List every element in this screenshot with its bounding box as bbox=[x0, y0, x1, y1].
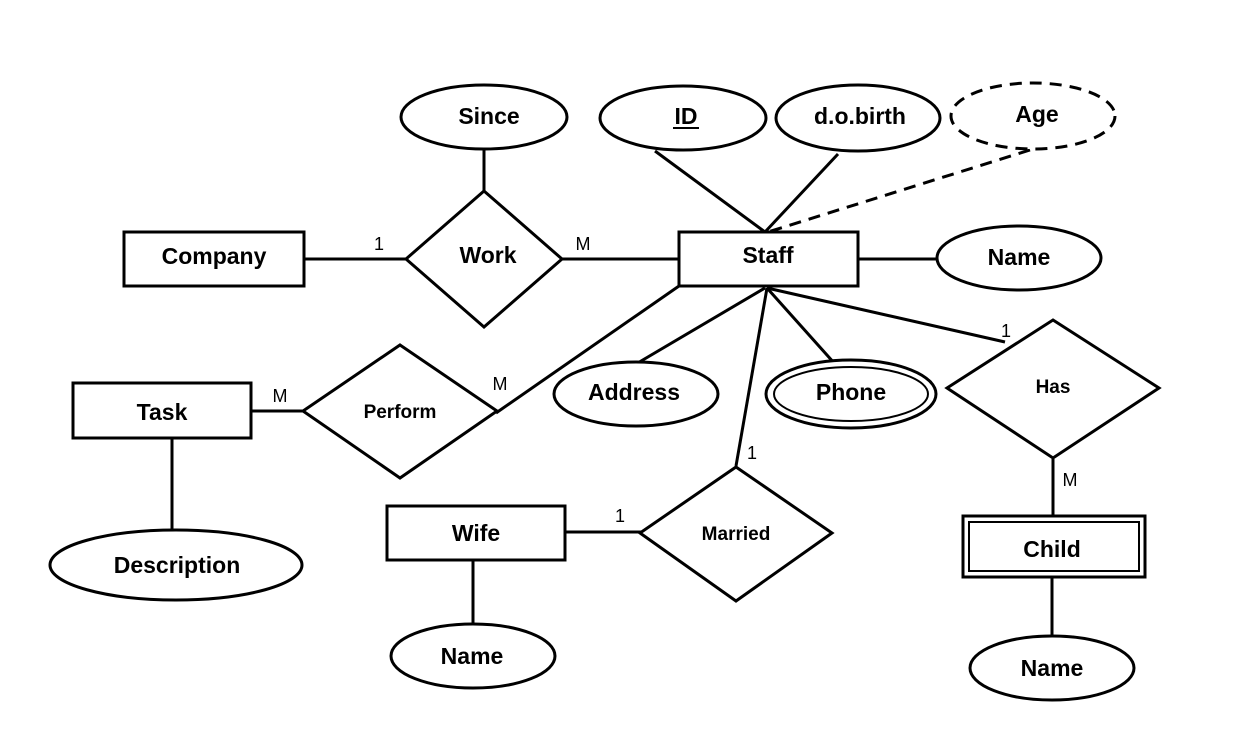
line-staff-address bbox=[635, 286, 766, 366]
cardinalities: 1 M M M 1 1 1 M bbox=[273, 234, 1078, 526]
entity-staff-label: Staff bbox=[742, 242, 793, 268]
entity-company-label: Company bbox=[162, 243, 267, 269]
attribute-age-label: Age bbox=[1015, 101, 1058, 127]
attribute-child-name: Name bbox=[968, 634, 1136, 702]
entity-company: Company bbox=[122, 230, 306, 288]
attribute-age-derived: Age bbox=[949, 81, 1117, 151]
line-staff-phone bbox=[765, 286, 837, 366]
attribute-phone-label: Phone bbox=[816, 379, 886, 405]
line-id-staff bbox=[654, 149, 766, 234]
entity-child-label: Child bbox=[1023, 536, 1081, 562]
cardinality-wife-married: 1 bbox=[615, 506, 625, 526]
cardinality-staff-has: 1 bbox=[1001, 321, 1011, 341]
cardinality-work-staff: M bbox=[576, 234, 591, 254]
entity-task: Task bbox=[71, 381, 253, 440]
relationship-perform-label: Perform bbox=[364, 402, 437, 423]
relationship-work-label: Work bbox=[459, 242, 516, 268]
attribute-phone-multivalued: Phone bbox=[764, 358, 938, 430]
entity-child-weak: Child bbox=[961, 514, 1147, 579]
cardinality-perform-staff: M bbox=[493, 374, 508, 394]
entity-task-label: Task bbox=[137, 399, 188, 425]
attributes: Since ID d.o.birth Age Name Address Phon… bbox=[48, 81, 1136, 702]
attribute-wife-name: Name bbox=[389, 622, 557, 690]
cardinality-task-perform: M bbox=[273, 386, 288, 406]
attribute-staff-name: Name bbox=[935, 224, 1103, 292]
attribute-description-label: Description bbox=[114, 552, 241, 578]
relationship-work: Work bbox=[403, 189, 565, 329]
line-dob-staff bbox=[763, 152, 840, 234]
relationship-perform: Perform bbox=[300, 343, 500, 480]
entities: Company Staff Task Wife Child bbox=[71, 230, 1147, 579]
attribute-staff-name-label: Name bbox=[988, 244, 1051, 270]
attribute-child-name-label: Name bbox=[1021, 655, 1084, 681]
attribute-dob-label: d.o.birth bbox=[814, 103, 906, 129]
attribute-dob: d.o.birth bbox=[774, 83, 942, 153]
line-staff-has bbox=[766, 286, 1006, 344]
relationship-married: Married bbox=[637, 465, 835, 603]
entity-wife-label: Wife bbox=[452, 520, 500, 546]
attribute-wife-name-label: Name bbox=[441, 643, 504, 669]
entity-wife: Wife bbox=[385, 504, 567, 562]
relationship-has: Has bbox=[944, 318, 1162, 460]
attribute-description: Description bbox=[48, 528, 304, 602]
line-staff-perform bbox=[495, 284, 680, 415]
cardinality-company-work: 1 bbox=[374, 234, 384, 254]
attribute-since-label: Since bbox=[458, 103, 519, 129]
relationships: Work Perform Married Has bbox=[300, 189, 1162, 603]
relationship-married-label: Married bbox=[702, 524, 771, 545]
entity-staff: Staff bbox=[677, 230, 860, 288]
line-age-staff bbox=[767, 148, 1031, 234]
attribute-id: ID bbox=[598, 84, 768, 152]
attribute-id-label: ID bbox=[675, 103, 698, 129]
relationship-has-label: Has bbox=[1036, 377, 1071, 398]
cardinality-staff-married: 1 bbox=[747, 443, 757, 463]
cardinality-has-child: M bbox=[1063, 470, 1078, 490]
attribute-since: Since bbox=[399, 83, 569, 151]
attribute-address: Address bbox=[552, 360, 720, 428]
connectors bbox=[170, 148, 1055, 637]
line-staff-married bbox=[734, 287, 769, 467]
attribute-address-label: Address bbox=[588, 379, 680, 405]
